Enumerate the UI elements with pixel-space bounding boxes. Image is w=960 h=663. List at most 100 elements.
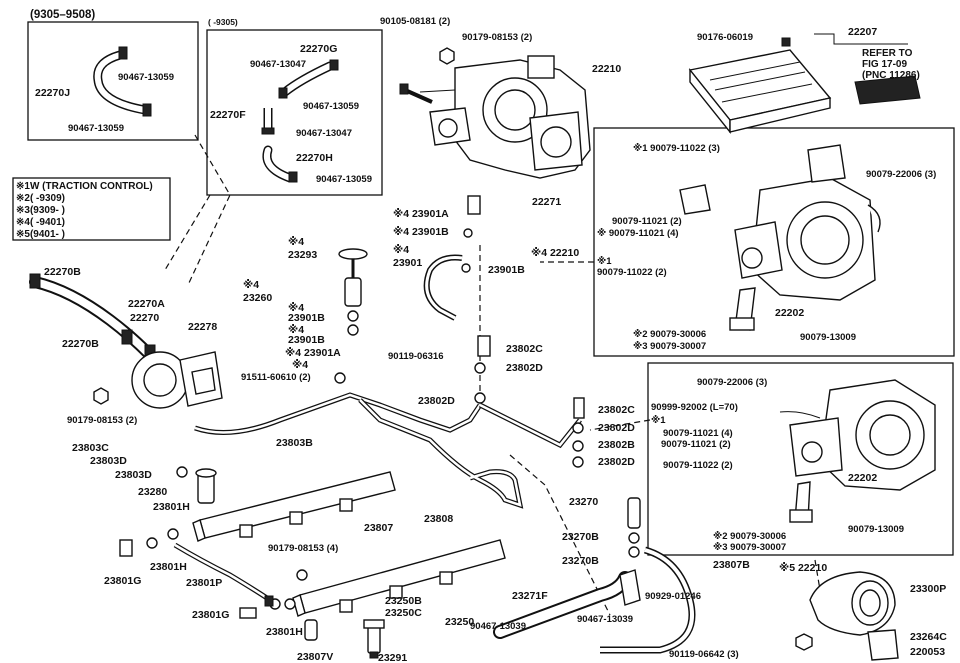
callout-l65: 23808 bbox=[424, 513, 454, 525]
throttle-body-22210 bbox=[419, 55, 591, 179]
washers bbox=[146, 228, 640, 610]
callout-l21: ※4 22210 bbox=[531, 247, 580, 259]
callout-l22: ※1 bbox=[597, 256, 612, 267]
callout-l61: 23803D bbox=[115, 469, 152, 481]
callout-l94: ※3 90079-30007 bbox=[713, 542, 787, 553]
callout-l45: 23802C bbox=[506, 343, 543, 355]
callout-l9: 22270H bbox=[296, 152, 333, 164]
callout-l49: 22270 bbox=[130, 312, 160, 324]
callout-l69: 23807B bbox=[713, 559, 750, 571]
delivery-pipe-23807 bbox=[192, 471, 396, 542]
bolt-90105-08181 bbox=[399, 83, 433, 104]
callout-l78: 23250C bbox=[385, 607, 422, 619]
callout-l42: 90119-06316 bbox=[388, 351, 444, 362]
clamp-90929-01246 bbox=[619, 569, 641, 606]
callout-l13: 22210 bbox=[592, 63, 622, 75]
clamp-23801P bbox=[264, 595, 274, 607]
group-box-throttle-9401 bbox=[647, 362, 954, 556]
callout-l26: ※3 90079-30007 bbox=[633, 341, 707, 352]
callout-l47: 22270B bbox=[44, 266, 81, 278]
sensor-22202-lower bbox=[789, 481, 813, 523]
callout-l97: 23300P bbox=[910, 583, 947, 595]
callout-l93: ※2 90079-30006 bbox=[713, 531, 787, 542]
callout-l82: 90467-13039 bbox=[470, 621, 526, 632]
vsv-23260 bbox=[338, 248, 368, 307]
callout-l73: 90179-08153 (4) bbox=[268, 543, 339, 554]
group-box-hoses-9305-9508 bbox=[27, 21, 199, 141]
throttle-body-traction-22210 bbox=[734, 144, 881, 301]
callout-l17: ※1 90079-11022 (3) bbox=[633, 143, 720, 154]
fuel-pipe-upper-right bbox=[478, 402, 582, 449]
legend-item-2: ※2( -9309) bbox=[16, 193, 65, 204]
gasket-22271 bbox=[529, 111, 583, 171]
callout-l19: 90079-11021 (2) bbox=[612, 216, 682, 227]
fuel-pipe-23803B bbox=[194, 392, 483, 435]
callout-l28: ※4 23901A bbox=[393, 208, 449, 220]
fitting-23801G-lower bbox=[239, 607, 257, 619]
callout-l67: 23270B bbox=[562, 531, 599, 543]
injector-23250 bbox=[363, 619, 385, 659]
hose-23807B bbox=[600, 546, 696, 654]
callout-l63: 23801H bbox=[153, 501, 190, 513]
callout-l15: 90176-06019 bbox=[697, 32, 753, 43]
legend-item-3: ※3(9309- ) bbox=[16, 205, 65, 216]
callout-l44: 91511-60610 (2) bbox=[241, 372, 311, 383]
pressure-regulator-23280 bbox=[195, 468, 217, 504]
callout-l60: 23803D bbox=[90, 455, 127, 467]
callout-l1: 90467-13059 bbox=[118, 72, 174, 83]
callout-l57: 23802B bbox=[598, 439, 635, 451]
fuel-pipe-23801P bbox=[173, 542, 272, 603]
callout-l7: 22270F bbox=[210, 109, 246, 121]
callout-l52: 90179-08153 (2) bbox=[67, 415, 138, 426]
callout-l39: ※4 bbox=[288, 324, 305, 336]
clip-90176-06019 bbox=[781, 37, 791, 47]
legend-item-4: ※4( -9401) bbox=[16, 217, 65, 228]
callout-l99: 220053 bbox=[910, 646, 946, 658]
callout-l70: 23801H bbox=[150, 561, 187, 573]
callout-l96: ※5 22210 bbox=[779, 562, 828, 574]
fitting-23802C-mid bbox=[477, 335, 491, 357]
nut-90179-08153-top bbox=[439, 47, 455, 65]
fitting-23802C-right bbox=[573, 397, 585, 419]
range-label-9305: ( -9305) bbox=[208, 17, 238, 27]
callout-l79: 23250 bbox=[445, 616, 475, 628]
callout-l87: 90999-92002 (L=70) bbox=[651, 402, 738, 413]
callout-l71: 23801G bbox=[104, 575, 142, 587]
callout-l36: 23260 bbox=[243, 292, 273, 304]
callout-l74: 23801G bbox=[192, 609, 230, 621]
callout-l30: ※4 bbox=[393, 244, 410, 256]
callout-l76: 23807V bbox=[297, 651, 334, 663]
callout-l2: 22270J bbox=[35, 87, 71, 99]
bolt-90119-06642 bbox=[795, 633, 813, 651]
callout-l56: 23802D bbox=[598, 422, 635, 434]
callout-l14: 22271 bbox=[532, 196, 562, 208]
callout-l84: 90929-01246 bbox=[645, 591, 701, 602]
callout-l68: 23270B bbox=[562, 555, 599, 567]
hose-22270G bbox=[278, 59, 339, 99]
callout-l27: 90079-13009 bbox=[800, 332, 856, 343]
callout-l90: 90079-11021 (2) bbox=[661, 439, 731, 450]
callout-l64: 23807 bbox=[364, 522, 394, 534]
callout-l5: 90467-13047 bbox=[250, 59, 306, 70]
callout-l31: 23901 bbox=[393, 257, 423, 269]
group-box-throttle-traction bbox=[593, 127, 955, 357]
fuel-pipe-23901 bbox=[423, 254, 463, 321]
callout-l37: ※4 bbox=[288, 302, 305, 314]
callout-l20: ※ 90079-11021 (4) bbox=[597, 228, 679, 239]
callout-l54: 23802D bbox=[418, 395, 455, 407]
legend-item-1: ※1W (TRACTION CONTROL) bbox=[16, 181, 153, 192]
callout-l32: 23901B bbox=[488, 264, 525, 276]
callout-l23: 90079-11022 (2) bbox=[597, 267, 667, 278]
callout-l85: 90119-06642 (3) bbox=[669, 649, 739, 660]
fitting-23901A-top bbox=[467, 195, 481, 215]
callout-l92: 22202 bbox=[848, 472, 878, 484]
bracket-23264C bbox=[867, 629, 899, 661]
callout-l11: 90105-08181 (2) bbox=[380, 16, 451, 27]
hose-22270J bbox=[93, 46, 152, 117]
callout-l8: 90467-13047 bbox=[296, 128, 352, 139]
callout-l98: 23264C bbox=[910, 631, 947, 643]
hose-22270F bbox=[261, 108, 275, 135]
callout-l12: 90179-08153 (2) bbox=[462, 32, 533, 43]
callout-l24: 22202 bbox=[775, 307, 805, 319]
